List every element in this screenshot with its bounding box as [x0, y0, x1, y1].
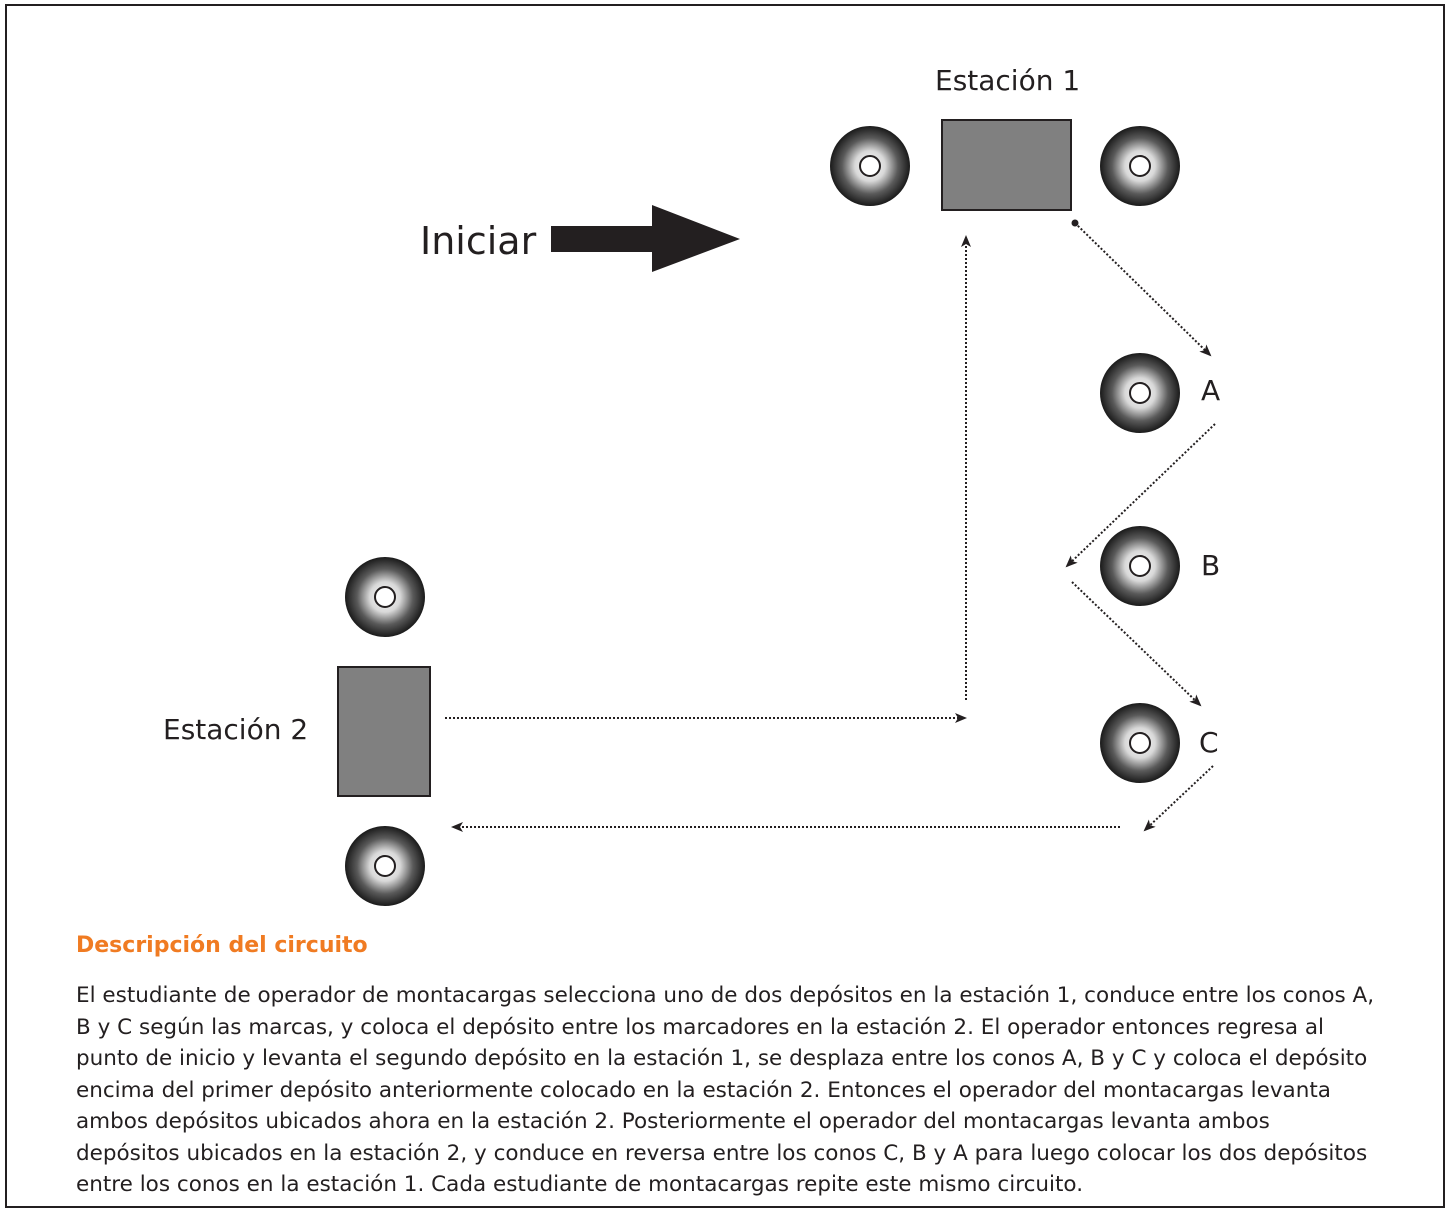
station-1	[830, 119, 1180, 211]
cone-c	[1100, 703, 1180, 783]
start-label: Iniciar	[420, 219, 537, 263]
cone-b-label: B	[1201, 549, 1221, 582]
station-1-cone-right	[1100, 126, 1180, 206]
cone-c-label: C	[1199, 726, 1219, 759]
description-body: El estudiante de operador de montacargas…	[76, 983, 1375, 1197]
station-2-label: Estación 2	[163, 713, 309, 746]
station-1-cone-left	[830, 126, 910, 206]
page-frame	[5, 4, 1445, 1208]
path-arrow-b-to-c	[1071, 581, 1202, 707]
station-2-cone-bottom	[345, 826, 425, 906]
station-2	[337, 557, 431, 906]
path-arrows	[445, 219, 1216, 832]
start-arrow	[551, 205, 740, 272]
station-1-label: Estación 1	[935, 64, 1081, 97]
station-1-box	[941, 119, 1072, 211]
path-arrow-c-curve	[1143, 765, 1214, 832]
path-arrow-station1-to-a	[1074, 222, 1212, 357]
cone-b	[1100, 526, 1180, 606]
station-2-box	[337, 666, 431, 797]
description-title: Descripción del circuito	[76, 933, 368, 958]
station-2-cone-top	[345, 557, 425, 637]
cone-a-label: A	[1201, 374, 1221, 407]
cone-a	[1100, 353, 1180, 433]
